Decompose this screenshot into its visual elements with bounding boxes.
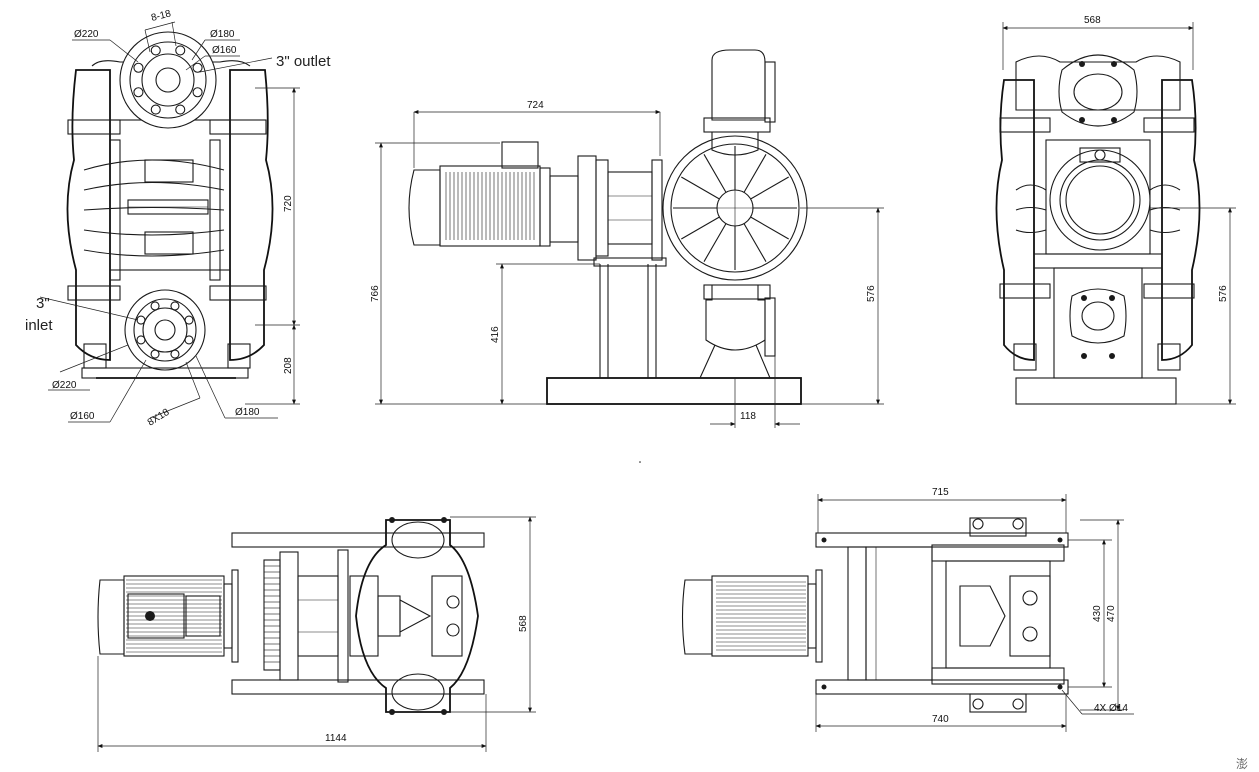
base-view — [681, 517, 1069, 713]
disc-spoke — [743, 154, 767, 193]
dim-front-height: 720 — [283, 195, 294, 212]
dim-side-height: 766 — [370, 285, 381, 302]
base-view-dimensions — [815, 494, 1134, 732]
flange-bolt-hole — [184, 335, 194, 345]
side-view-dim-texts: 724 766 416 576 118 — [370, 100, 877, 422]
flange-bolt-hole — [170, 301, 180, 311]
dim-top-depth: 568 — [518, 615, 529, 632]
flange-bolt-hole — [175, 104, 186, 115]
disc-spoke — [703, 154, 727, 193]
dim-side-outlet-height: 576 — [866, 285, 877, 302]
dim-front-d160-top: Ø160 — [212, 45, 237, 56]
flange-bolt-hole — [184, 315, 194, 325]
dim-front-d180-bottom: Ø180 — [235, 407, 260, 418]
dim-side-length: 724 — [527, 100, 544, 111]
flange-bolt-hole — [175, 45, 186, 56]
front-view — [66, 31, 274, 379]
dim-front-d160-bottom: Ø160 — [70, 411, 95, 422]
dim-front-d220-top: Ø220 — [74, 29, 99, 40]
flange-bolt-hole — [150, 301, 160, 311]
dim-base-width: 715 — [932, 487, 949, 498]
disc-spoke — [703, 223, 727, 262]
top-view — [97, 517, 485, 715]
rear-view-dim-texts: 568 576 — [1084, 15, 1229, 302]
flange-bolt-hole — [150, 45, 161, 56]
dim-side-motor-height: 416 — [490, 326, 501, 343]
stray-dot — [639, 461, 641, 463]
top-view-dim-texts: 568 1144 — [325, 615, 529, 744]
dim-top-length: 1144 — [325, 733, 347, 744]
dim-base-outer-depth: 470 — [1106, 605, 1117, 622]
dim-side-inlet-width: 118 — [740, 411, 756, 422]
flange-bolt-hole — [136, 335, 146, 345]
base-view-dim-texts: 715 430 470 740 4X Ø14 — [932, 487, 1128, 725]
disc-spoke — [750, 216, 789, 240]
disc-spoke — [743, 223, 767, 262]
flange-bolt-hole — [170, 349, 180, 359]
flange-bolt-hole — [133, 62, 144, 73]
dim-base-inner-depth: 430 — [1092, 605, 1103, 622]
flange-bolt-hole — [150, 349, 160, 359]
dim-front-d220-bottom: Ø220 — [52, 380, 77, 391]
dim-rear-height: 576 — [1218, 285, 1229, 302]
watermark: 澎 — [1236, 757, 1248, 771]
rear-view — [995, 54, 1201, 405]
dim-front-bolts-top: 8-18 — [150, 8, 173, 24]
dim-front-d180-top: Ø180 — [210, 29, 235, 40]
disc-spoke — [750, 176, 789, 200]
label-outlet: 3" outlet — [276, 53, 331, 70]
side-view — [408, 49, 808, 405]
dim-base-length: 740 — [932, 714, 949, 725]
flange-bolt-hole — [133, 87, 144, 98]
dim-base-holes: 4X Ø14 — [1094, 703, 1128, 714]
dim-front-bolts-bottom: 8X18 — [146, 407, 172, 429]
label-inlet-word: inlet — [25, 317, 53, 334]
flange-bolt-hole — [192, 87, 203, 98]
flange-bolt-hole — [192, 62, 203, 73]
label-inlet-size: 3" — [36, 295, 50, 312]
top-view-dimensions — [97, 516, 536, 752]
flange-bolt-hole — [150, 104, 161, 115]
rear-view-dimensions — [1002, 22, 1236, 405]
front-view-dimensions — [39, 21, 300, 423]
dim-front-inlet-height: 208 — [283, 357, 294, 374]
side-view-dimensions — [375, 110, 884, 428]
disc-spoke — [681, 176, 720, 200]
disc-spoke — [681, 216, 720, 240]
dim-rear-width: 568 — [1084, 15, 1101, 26]
